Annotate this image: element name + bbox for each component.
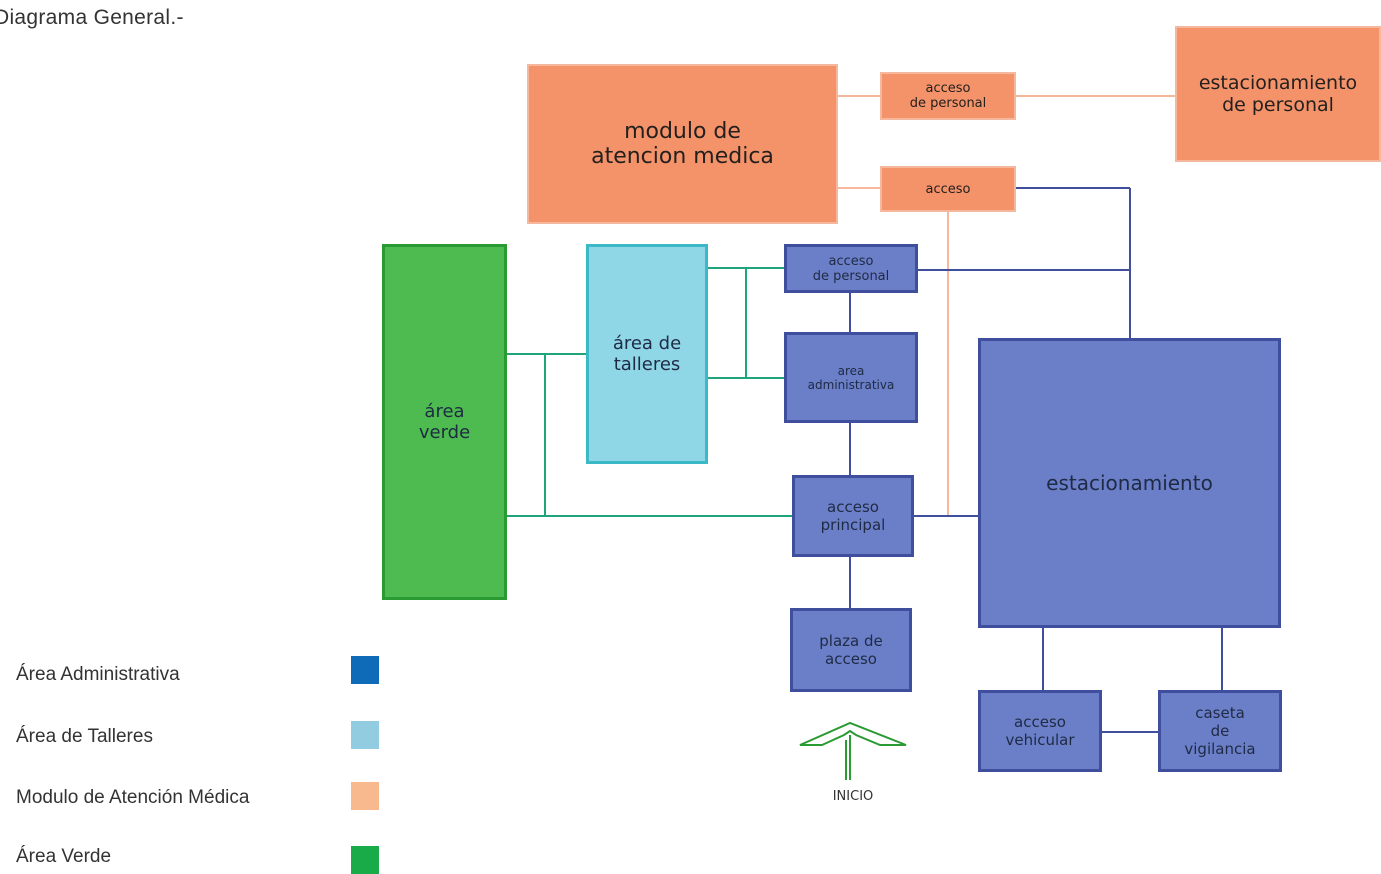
- area-talleres-box: área de talleres: [586, 244, 708, 464]
- orange-connectors: [838, 95, 1175, 516]
- legend-swatch-verde: [351, 846, 379, 874]
- inicio-arrow-icon: [799, 721, 907, 780]
- caseta-vigilancia-label: caseta de vigilancia: [1184, 704, 1256, 758]
- legend-swatch-administrativa: [351, 656, 379, 684]
- estacionamiento-label: estacionamiento: [1046, 471, 1213, 495]
- estacionamiento-personal-box: estacionamiento de personal: [1175, 26, 1381, 162]
- page-title: Diagrama General.-: [0, 6, 184, 29]
- estacionamiento-box: estacionamiento: [978, 338, 1281, 628]
- acceso-personal-box: acceso de personal: [784, 244, 918, 293]
- acceso-principal-label: acceso principal: [820, 498, 886, 534]
- area-verde-label: área verde: [418, 401, 471, 443]
- plaza-acceso-box: plaza de acceso: [790, 608, 912, 692]
- acceso-top-label: acceso: [925, 181, 971, 197]
- area-verde-box: área verde: [382, 244, 507, 600]
- estacionamiento-personal-label: estacionamiento de personal: [1198, 72, 1358, 116]
- legend-label-talleres: Área de Talleres: [16, 726, 153, 747]
- area-talleres-label: área de talleres: [612, 333, 682, 375]
- plaza-acceso-label: plaza de acceso: [819, 632, 883, 668]
- legend-swatch-medica: [351, 782, 379, 810]
- acceso-vehicular-box: acceso vehicular: [978, 690, 1102, 772]
- area-administrativa-box: area administrativa: [784, 332, 918, 423]
- inicio-label: INICIO: [832, 789, 874, 804]
- legend-label-verde: Área Verde: [16, 846, 112, 867]
- legend-label-medica: Modulo de Atención Médica: [16, 787, 250, 808]
- legend-swatch-talleres: [351, 721, 379, 749]
- acceso-personal-label: acceso de personal: [812, 253, 890, 284]
- acceso-principal-box: acceso principal: [792, 475, 914, 557]
- area-administrativa-label: area administrativa: [807, 363, 895, 392]
- acceso-personal-top-box: acceso de personal: [880, 72, 1016, 120]
- acceso-personal-top-label: acceso de personal: [909, 81, 987, 111]
- caseta-vigilancia-box: caseta de vigilancia: [1158, 690, 1282, 772]
- modulo-atencion-medica-label: modulo de atencion medica: [591, 119, 774, 169]
- green-connectors: [507, 267, 792, 517]
- blue-connectors: [849, 187, 1223, 733]
- acceso-vehicular-label: acceso vehicular: [1005, 713, 1075, 749]
- modulo-atencion-medica-box: modulo de atencion medica: [527, 64, 838, 224]
- legend-label-administrativa: Área Administrativa: [16, 664, 180, 685]
- acceso-top-box: acceso: [880, 166, 1016, 212]
